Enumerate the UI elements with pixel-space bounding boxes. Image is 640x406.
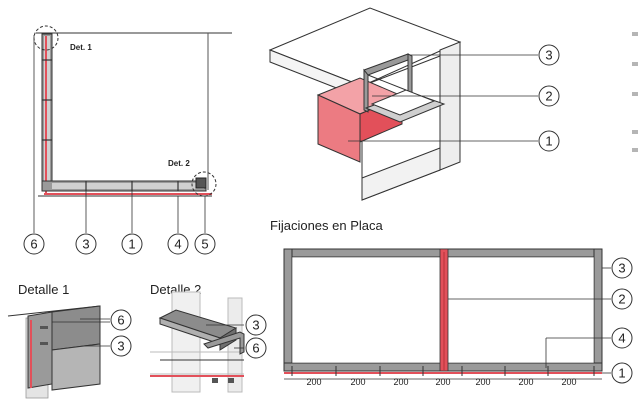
marker-section-4: 4	[167, 233, 189, 255]
svg-text:3: 3	[82, 237, 89, 252]
marker-section-6: 6	[23, 233, 45, 255]
svg-text:1: 1	[545, 134, 552, 149]
svg-text:3: 3	[117, 339, 124, 354]
svg-text:4: 4	[618, 331, 625, 346]
margin-marks	[632, 32, 638, 152]
horizontal-profile-inner	[52, 183, 204, 189]
plan-left-profile	[283, 248, 293, 370]
iso-profile-frame	[363, 53, 446, 123]
marker-iso-3: 3	[538, 44, 560, 66]
plan-view: Fijaciones en Placa 200 200 200 200 200	[270, 218, 633, 387]
plan-fixings	[291, 366, 595, 376]
svg-text:6: 6	[252, 341, 259, 356]
svg-text:3: 3	[252, 318, 259, 333]
spacing-2: 200	[350, 377, 365, 387]
spacing-3: 200	[393, 377, 408, 387]
spacing-4: 200	[435, 377, 450, 387]
detail-1-title: Detalle 1	[18, 282, 69, 297]
marker-iso-2: 2	[538, 85, 560, 107]
svg-text:6: 6	[117, 313, 124, 328]
marker-iso-1: 1	[538, 130, 560, 152]
det-1-callout: Det. 1	[70, 43, 92, 52]
svg-text:5: 5	[201, 237, 208, 252]
svg-text:3: 3	[545, 48, 552, 63]
detail-2-circle	[191, 171, 217, 197]
svg-text:2: 2	[618, 292, 625, 307]
section-view: Det. 1 Det. 2 6 3 1 4 5	[23, 25, 232, 255]
spacing-7: 200	[561, 377, 576, 387]
svg-text:6: 6	[30, 237, 37, 252]
detail-1-leaders	[52, 318, 110, 323]
svg-text:4: 4	[174, 237, 181, 252]
corner-block	[195, 177, 207, 189]
iso-wall-side	[439, 41, 461, 171]
detail-2: Detalle 2 3 6	[150, 282, 267, 393]
detail-1-profile-lower	[51, 343, 101, 391]
iso-view: 3 2 1	[268, 7, 560, 201]
svg-text:2: 2	[545, 89, 552, 104]
marker-detail-1-6: 6	[110, 309, 132, 331]
detail-1-profile-face	[51, 305, 101, 351]
svg-text:3: 3	[618, 261, 625, 276]
marker-section-1: 1	[121, 233, 143, 255]
section-leaders	[33, 35, 206, 233]
marker-detail-1-3: 3	[110, 335, 132, 357]
iso-bottom-ledge	[361, 147, 441, 201]
marker-detail-2-6: 6	[245, 337, 267, 359]
detail-2-screw	[212, 378, 218, 383]
spacing-6: 200	[518, 377, 533, 387]
marker-section-3: 3	[75, 233, 97, 255]
marker-plan-1: 1	[611, 362, 633, 384]
marker-detail-2-3: 3	[245, 314, 267, 336]
detail-2-bracket	[203, 331, 245, 355]
plan-right-profile	[593, 248, 603, 370]
svg-text:1: 1	[128, 237, 135, 252]
plan-leaders	[448, 267, 611, 374]
plan-title: Fijaciones en Placa	[270, 218, 383, 233]
marker-plan-4: 4	[611, 327, 633, 349]
marker-section-5: 5	[194, 233, 216, 255]
iso-red-front	[317, 94, 361, 163]
section-fixings	[42, 59, 179, 191]
spacing-1: 200	[306, 377, 321, 387]
detail-2-leaders	[206, 324, 244, 349]
spacing-5: 200	[475, 377, 490, 387]
detail-1: Detalle 1 6 3	[7, 282, 132, 399]
marker-plan-3: 3	[611, 257, 633, 279]
iso-leaders	[348, 54, 538, 142]
det-2-callout: Det. 2	[168, 159, 190, 168]
detail-1-screw	[40, 326, 48, 329]
marker-plan-2: 2	[611, 288, 633, 310]
svg-text:1: 1	[618, 366, 625, 381]
